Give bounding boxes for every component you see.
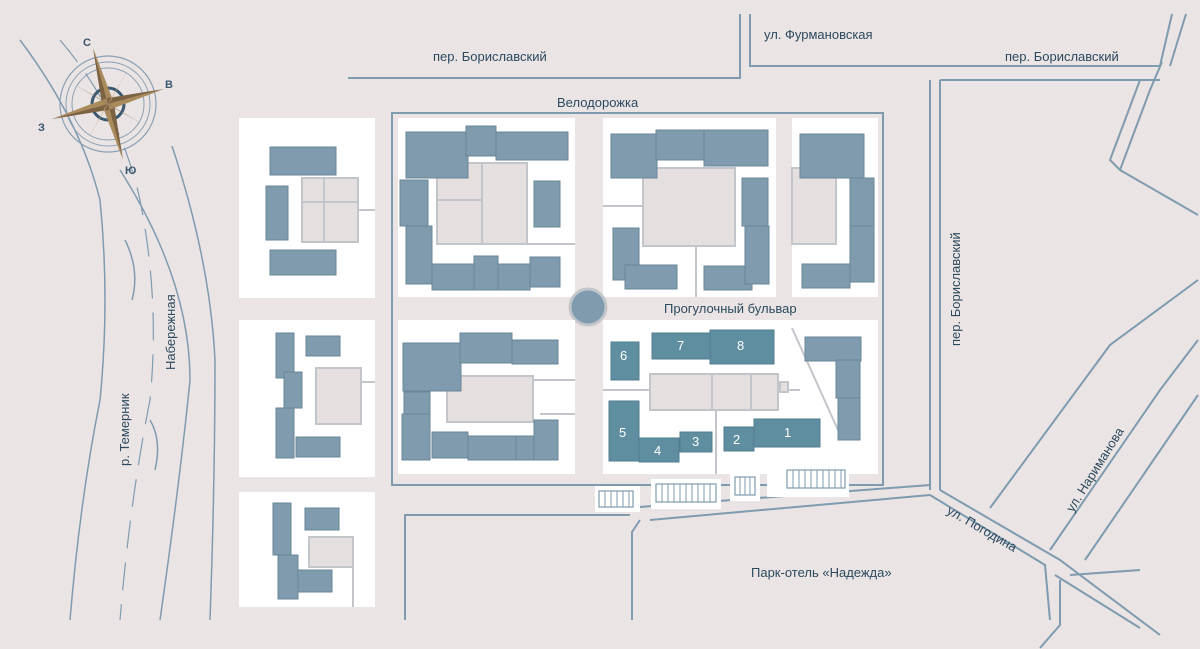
block-north-east [791,118,878,297]
building-label-6: 6 [620,348,627,363]
block-west-1 [239,118,375,298]
block-west-3 [239,492,375,607]
compass-rose-icon: С В Ю З [38,37,173,177]
parking-stripes [604,470,842,507]
road-network [348,13,1199,649]
building-label-1: 1 [784,425,791,440]
compass-north: С [83,37,91,49]
roundabout [568,287,608,327]
building-4[interactable] [638,437,680,463]
building-5[interactable] [608,400,640,462]
building-label-7: 7 [677,338,684,353]
block-north-west [398,118,575,297]
building-label-8: 8 [737,338,744,353]
street-borislavsky-top-right: пер. Бориславский [1005,49,1119,64]
block-south-centre: 6 7 8 5 4 3 2 1 [603,320,878,474]
compass-east: В [165,79,173,91]
building-label-5: 5 [619,425,626,440]
compass-south: Ю [125,165,136,177]
street-borislavsky-vertical: пер. Бориславский [948,232,963,346]
building-1[interactable] [753,418,821,448]
street-pogodina: ул. Погодина [945,503,1021,556]
complex-boundary [391,112,884,486]
building-label-3: 3 [692,434,699,449]
label-naberezhnaya: Набережная [163,294,178,370]
block-south-west [398,320,575,474]
street-furmanovskaya: ул. Фурмановская [764,27,873,42]
label-river: р. Темерник [117,393,132,466]
building-8[interactable] [709,329,775,365]
building-7[interactable] [651,332,711,360]
label-bike-path: Велодорожка [557,95,639,110]
compass-west: З [38,122,45,134]
parking-lots [595,465,849,512]
label-hotel: Парк-отель «Надежда» [751,565,892,580]
building-6[interactable] [610,341,640,381]
label-boulevard: Прогулочный бульвар [664,301,797,316]
building-label-4: 4 [654,443,661,458]
building-label-2: 2 [733,432,740,447]
block-west-2 [239,320,375,477]
street-narimanova: ул. Нариманова [1063,424,1127,515]
street-borislavsky-top-left: пер. Бориславский [433,49,547,64]
building-3[interactable] [679,431,713,453]
block-north-centre [603,118,776,297]
